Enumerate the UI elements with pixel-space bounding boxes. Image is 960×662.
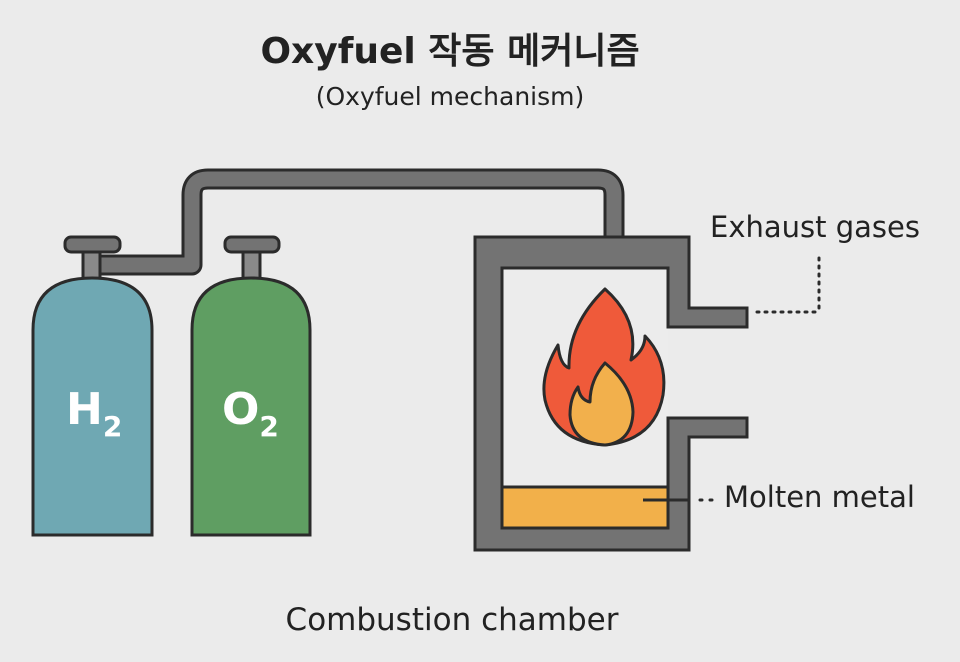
molten-metal-label: Molten metal (724, 480, 915, 514)
hydrogen-tank: H2 (31, 235, 154, 537)
molten-metal (500, 485, 670, 530)
combustion-chamber-label: Combustion chamber (285, 602, 619, 638)
o2-label: O2 (222, 384, 279, 443)
o2-cylinder (190, 276, 312, 537)
gas-pipe (92, 168, 625, 276)
diagram-title: Oxyfuel 작동 메커니즘 (260, 31, 640, 72)
oxygen-tank: O2 (190, 235, 312, 537)
h2-label: H2 (66, 384, 122, 443)
flame-icon (542, 287, 666, 447)
exhaust-gases-label: Exhaust gases (710, 210, 920, 244)
exhaust-leader (755, 256, 821, 314)
diagram-subtitle: (Oxyfuel mechanism) (315, 82, 585, 111)
h2-cylinder (31, 276, 154, 537)
